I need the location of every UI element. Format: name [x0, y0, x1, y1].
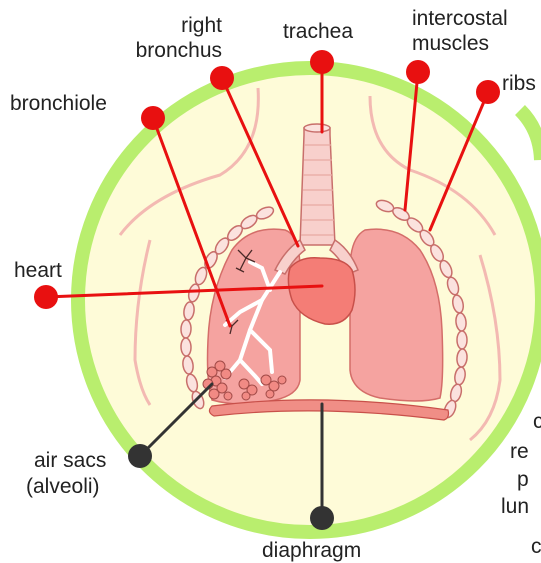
label-bronchiole: bronchiole	[10, 92, 107, 115]
cut-text-4: lun	[501, 495, 529, 518]
label-right-bronchus-line2: bronchus	[136, 39, 222, 62]
dot-heart	[34, 285, 58, 309]
dot-right-bronchus	[210, 66, 234, 90]
dot-diaphragm	[310, 506, 334, 530]
right-edge-green-arc	[520, 110, 541, 160]
cut-text-2: re	[510, 440, 529, 463]
dot-trachea	[310, 50, 334, 74]
label-air-sacs-line2: (alveoli)	[26, 475, 100, 498]
label-intercostal-line1: intercostal	[412, 7, 508, 30]
label-trachea: trachea	[283, 20, 353, 43]
label-heart: heart	[14, 259, 62, 282]
label-ribs: ribs	[502, 72, 536, 95]
dot-ribs	[476, 80, 500, 104]
cut-text-1: c	[533, 410, 541, 433]
cut-text-3: p	[517, 468, 529, 491]
cut-text-5: c	[531, 535, 541, 558]
dot-air-sacs	[128, 444, 152, 468]
label-air-sacs-line1: air sacs	[34, 449, 106, 472]
label-diaphragm: diaphragm	[262, 539, 361, 562]
label-right-bronchus-line1: right	[181, 14, 222, 37]
label-intercostal-line2: muscles	[412, 32, 489, 55]
dot-intercostal	[406, 60, 430, 84]
dot-bronchiole	[141, 106, 165, 130]
